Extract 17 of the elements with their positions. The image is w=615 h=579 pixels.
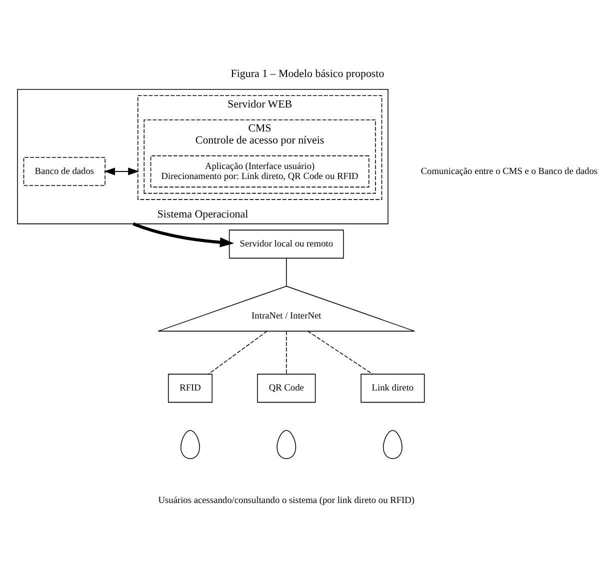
node-box: Aplicação (Interface usuário) Direcionamento por: Link direto, QR Code ou RFID	[150, 154, 370, 187]
connector	[286, 330, 287, 374]
connector	[308, 330, 374, 374]
node-box: Link direto	[360, 373, 425, 402]
connector	[286, 258, 287, 286]
connector	[208, 330, 268, 374]
node-box: RFID	[168, 373, 213, 402]
node-box: Banco de dados	[23, 156, 106, 186]
node-box: Servidor local ou remoto	[228, 229, 344, 258]
label: Comunicação entre o CMS e o Banco de dados	[420, 166, 598, 176]
label: Usuários acessando/consultando o sistema (por link direto ou RFID)	[158, 496, 415, 506]
diagram-title: Figura 1 – Modelo básico proposto	[230, 68, 384, 80]
node-person	[276, 430, 296, 458]
node-person	[180, 430, 200, 458]
node-person	[383, 430, 402, 458]
node-box: QR Code	[257, 373, 316, 402]
arrow	[132, 222, 234, 247]
